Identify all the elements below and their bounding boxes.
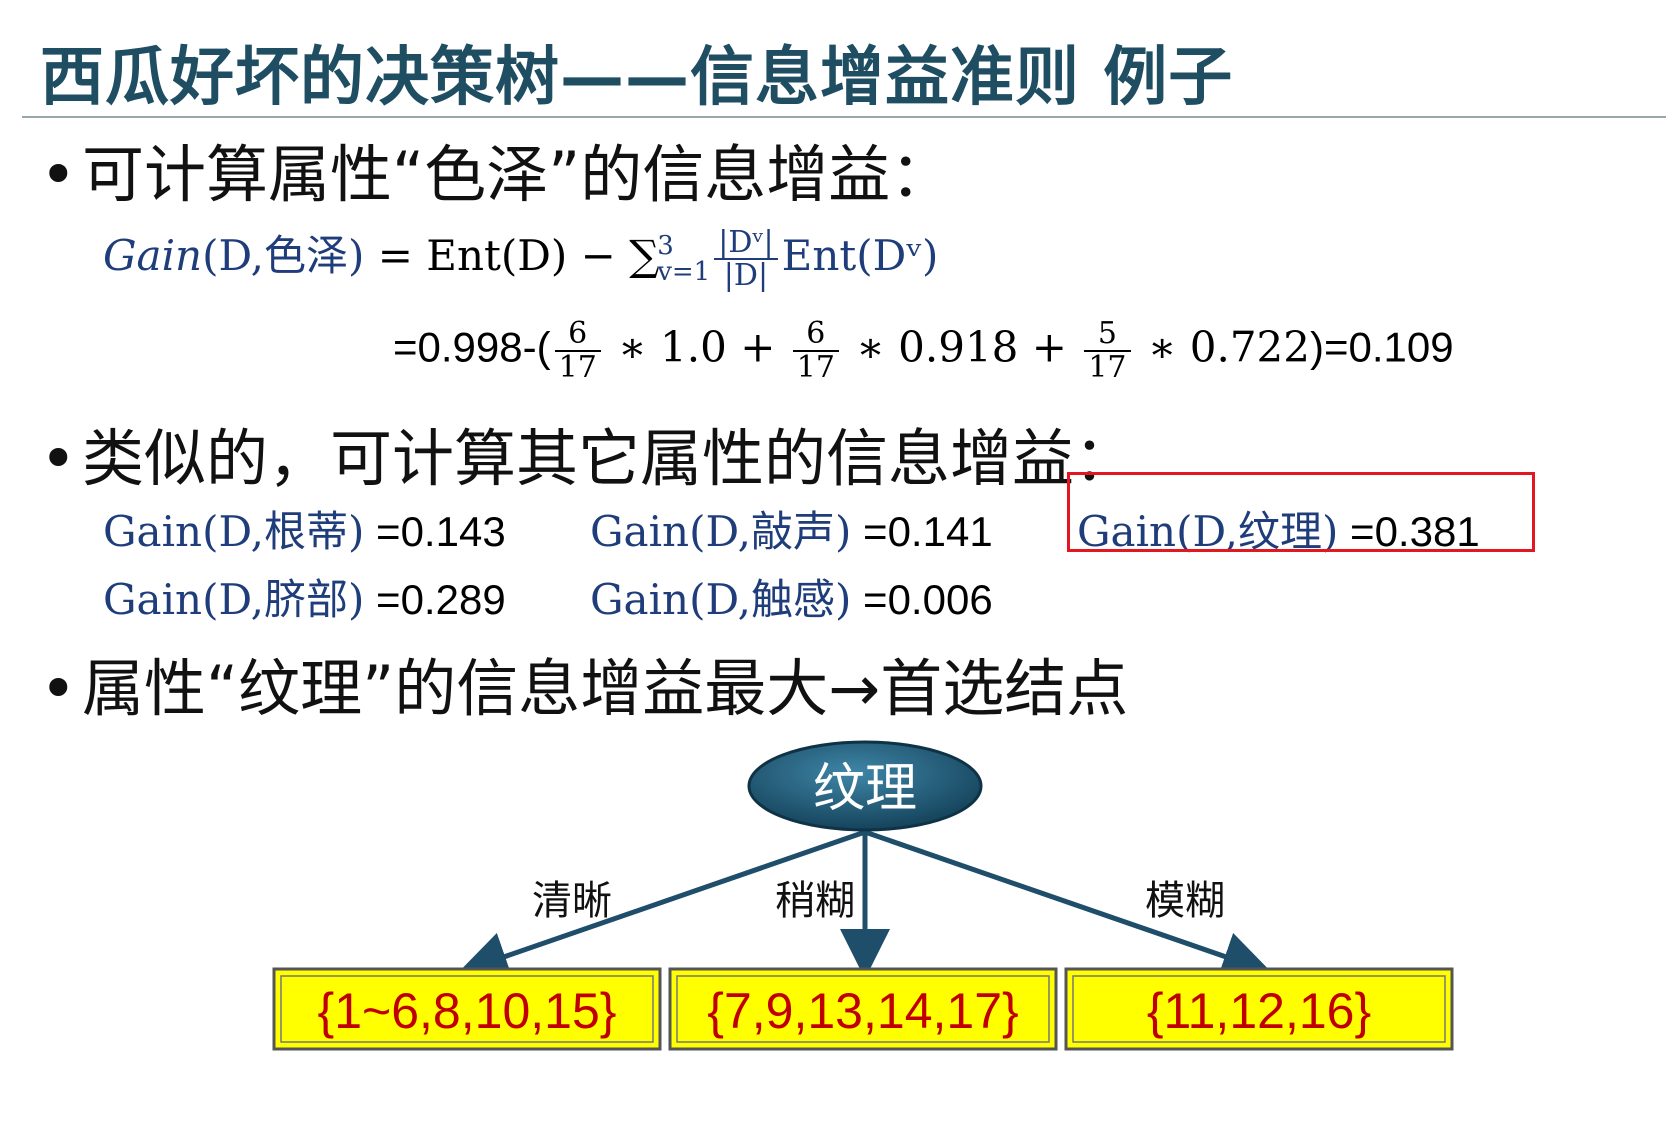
calc-prefix: =0.998-( [393,323,551,371]
leaf-box-slightly-blurry-inner [676,975,1050,1043]
gain-value: =0.006 [851,576,993,623]
leaf-box-clear-inner [280,975,654,1043]
edge-label-slightly-blurry: 稍糊 [775,878,855,924]
bullet-text: 类似的，可计算其它属性的信息增益： [82,422,1137,495]
title-divider [22,116,1666,118]
gain-value: =0.289 [364,576,506,623]
gain-label: Gain(D,触感) [590,575,852,624]
bullet-dot: • [40,652,77,725]
calc-f1-top: 6 [554,318,601,352]
gain-knock-sound: Gain(D,敲声) =0.141 [590,498,993,559]
bullet-other-gains: •类似的，可计算其它属性的信息增益： [40,408,1136,498]
bullet-text: 属性“纹理”的信息增益最大→首选结点 [82,652,1129,725]
root-node [747,740,983,832]
fraction-numerator: |Dᵛ| [714,226,778,260]
gain-texture: Gain(D,纹理) =0.381 [1077,498,1480,559]
formula-eq: = Ent(D) − ∑ [364,231,660,280]
formula-fraction: |Dᵛ||D| [714,226,778,293]
gain-label: Gain(D,脐部) [103,575,365,624]
gain-touch: Gain(D,触感) =0.006 [590,566,993,627]
edge-clear [457,829,866,981]
calc-term-2: ∗ 0.918 + [842,322,1081,372]
bullet-conclusion: •属性“纹理”的信息增益最大→首选结点 [40,638,1128,728]
gain-root-stalk: Gain(D,根蒂) =0.143 [103,498,506,559]
gain-value: =0.143 [364,508,506,555]
bullet-text: 可计算属性“色泽”的信息增益： [82,138,953,211]
formula-tail: Ent(Dᵛ) [781,231,939,280]
gain-navel: Gain(D,脐部) =0.289 [103,566,506,627]
bullet-dot: • [40,422,77,495]
leaf-label-clear: {1~6,8,10,15} [318,983,617,1039]
bullet-dot: • [40,138,77,211]
sum-upper: 3 [657,231,674,261]
sum-lower: v=1 [657,257,711,287]
gain-label: Gain(D,根蒂) [103,507,365,556]
gain-label: Gain(D,敲声) [590,507,852,556]
edge-blurry [864,829,1273,981]
calc-term-1: ∗ 1.0 + [604,322,789,372]
gain-value: =0.381 [1338,508,1480,555]
formula-args: (D,色泽) [202,231,365,280]
leaf-box-clear [272,967,662,1051]
leaf-box-blurry-inner [1072,975,1446,1043]
calc-f3-top: 5 [1084,318,1131,352]
leaf-box-blurry [1064,967,1454,1051]
calc-term-3: ∗ 0.722 [1134,322,1310,372]
calc-f1-bot: 17 [558,349,597,385]
max-gain-highlight-box [1067,472,1535,552]
gain-label: Gain(D,纹理) [1077,507,1339,556]
bullet-color-gain: •可计算属性“色泽”的信息增益： [40,124,952,214]
edge-label-clear: 清晰 [532,878,612,924]
leaf-label-blurry: {11,12,16} [1147,983,1371,1039]
edge-label-blurry: 模糊 [1145,878,1225,924]
root-node-label: 纹理 [813,759,917,819]
leaf-box-slightly-blurry [668,967,1058,1051]
calc-f3-bot: 17 [1088,349,1127,385]
fraction-denominator: |D| [723,258,769,293]
calc-f2-top: 6 [792,318,839,352]
formula-gain: Gain [103,231,203,280]
calc-f2-bot: 17 [796,349,835,385]
slide-title: 西瓜好坏的决策树——信息增益准则 例子 [40,41,1234,115]
leaf-label-slightly-blurry: {7,9,13,14,17} [707,983,1018,1039]
gain-value: =0.141 [851,508,993,555]
calc-suffix: )=0.109 [1310,323,1454,371]
